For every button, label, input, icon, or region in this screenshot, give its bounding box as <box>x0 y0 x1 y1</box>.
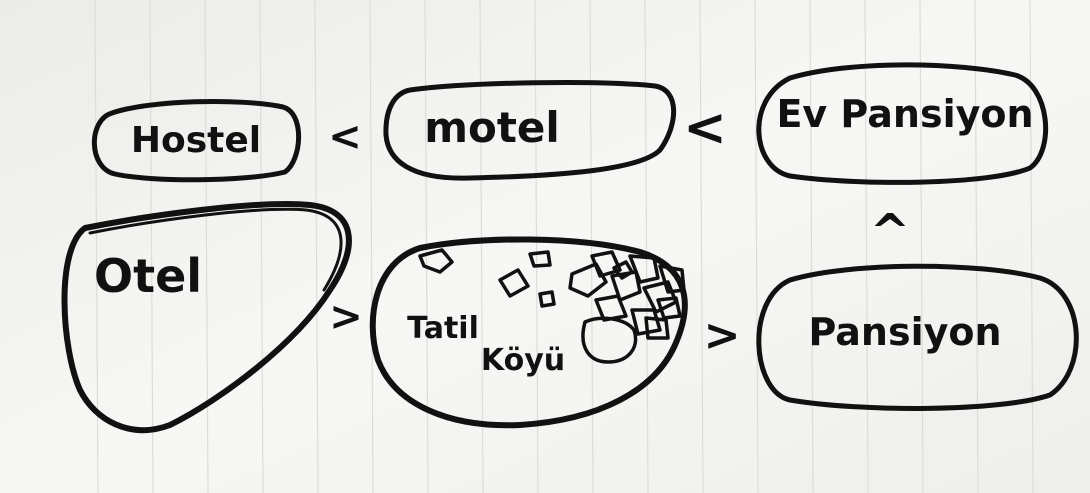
otel-outline-retrace <box>88 207 343 292</box>
hostel-outline <box>91 98 302 183</box>
pansiyon-outline <box>756 263 1079 411</box>
node-tatil-koyu: Tatil Köyü <box>369 236 688 429</box>
motel-label: motel <box>424 103 560 152</box>
pansiyon-label: Pansiyon <box>808 310 1001 354</box>
node-pansiyon: Pansiyon <box>756 263 1079 411</box>
otel-label: Otel <box>94 249 202 303</box>
relation-hostel-motel: < <box>328 114 362 160</box>
relation-otel-tatil-koyu: > <box>329 294 363 340</box>
tatil-label: Tatil <box>407 311 479 346</box>
ev-pansiyon-label: Ev Pansiyon <box>776 92 1033 136</box>
node-otel: Otel <box>61 201 352 433</box>
relation-pansiyon-ev-pansiyon: ^ <box>870 204 910 260</box>
otel-outline <box>61 201 352 433</box>
node-ev-pansiyon: Ev Pansiyon <box>756 62 1049 185</box>
koyu-label: Köyü <box>481 343 565 378</box>
node-hostel: Hostel <box>91 98 302 183</box>
node-motel: motel <box>383 80 677 181</box>
pebble-pattern <box>418 248 686 364</box>
tatil-koyu-outline <box>369 236 688 429</box>
relation-motel-ev-pansiyon: < <box>683 98 727 158</box>
relation-tatil-koyu-pansiyon: > <box>704 310 741 361</box>
rule-lines <box>94 0 1034 493</box>
hostel-label: Hostel <box>131 120 261 161</box>
motel-outline <box>383 80 677 181</box>
ev-pansiyon-outline <box>756 62 1049 185</box>
